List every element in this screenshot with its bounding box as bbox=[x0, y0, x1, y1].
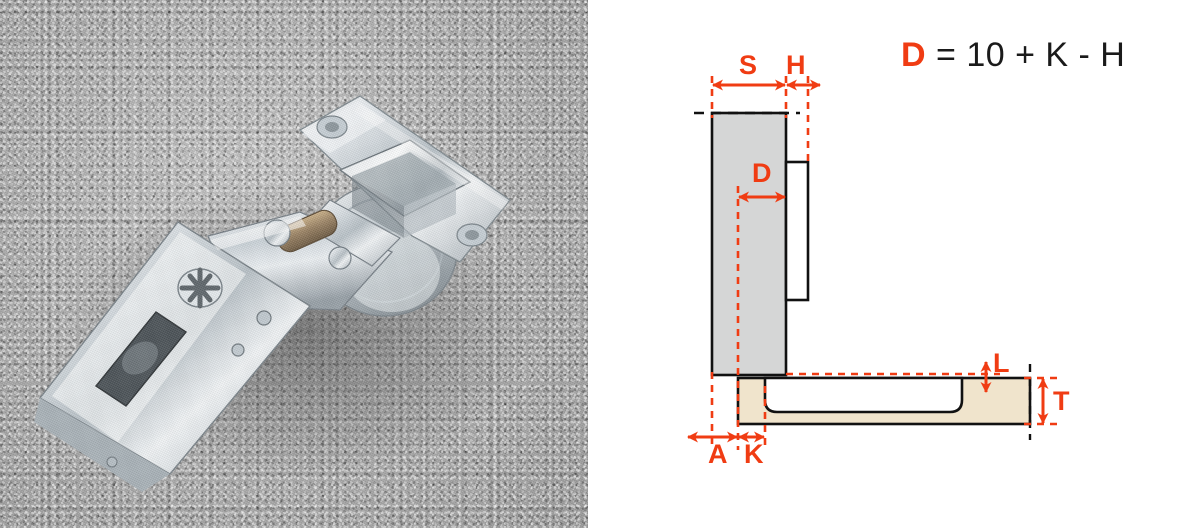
cup-recess-shape bbox=[763, 376, 964, 414]
dimension-label-T: T bbox=[1053, 386, 1070, 416]
dimension-label-A: A bbox=[708, 439, 728, 469]
technical-drawing-panel bbox=[588, 0, 1177, 528]
rivet-icon bbox=[106, 456, 118, 468]
cross-screw-icon bbox=[177, 267, 223, 309]
formula-rest: = 10 + K - H bbox=[936, 36, 1126, 74]
hinge-cup-housing bbox=[338, 139, 472, 238]
cabinet-door-shape bbox=[710, 111, 788, 377]
hinge-illustration bbox=[34, 95, 530, 492]
dimension-label-H: H bbox=[786, 50, 806, 80]
dimension-label-S: S bbox=[739, 50, 758, 80]
hinge-product-photo bbox=[0, 0, 588, 528]
rivet-icon bbox=[231, 343, 245, 357]
dimension-label-L: L bbox=[993, 348, 1010, 378]
formula-text: D = 10 + K - H bbox=[901, 36, 1125, 75]
dimension-label-K: K bbox=[744, 439, 764, 469]
dimension-label-D: D bbox=[752, 158, 772, 188]
rivet-icon bbox=[256, 310, 272, 326]
dimension-arrows bbox=[687, 79, 1049, 443]
hinge-plate-shape bbox=[784, 160, 810, 302]
hinge-long-arm bbox=[34, 221, 312, 492]
formula-lead: D bbox=[901, 36, 927, 74]
